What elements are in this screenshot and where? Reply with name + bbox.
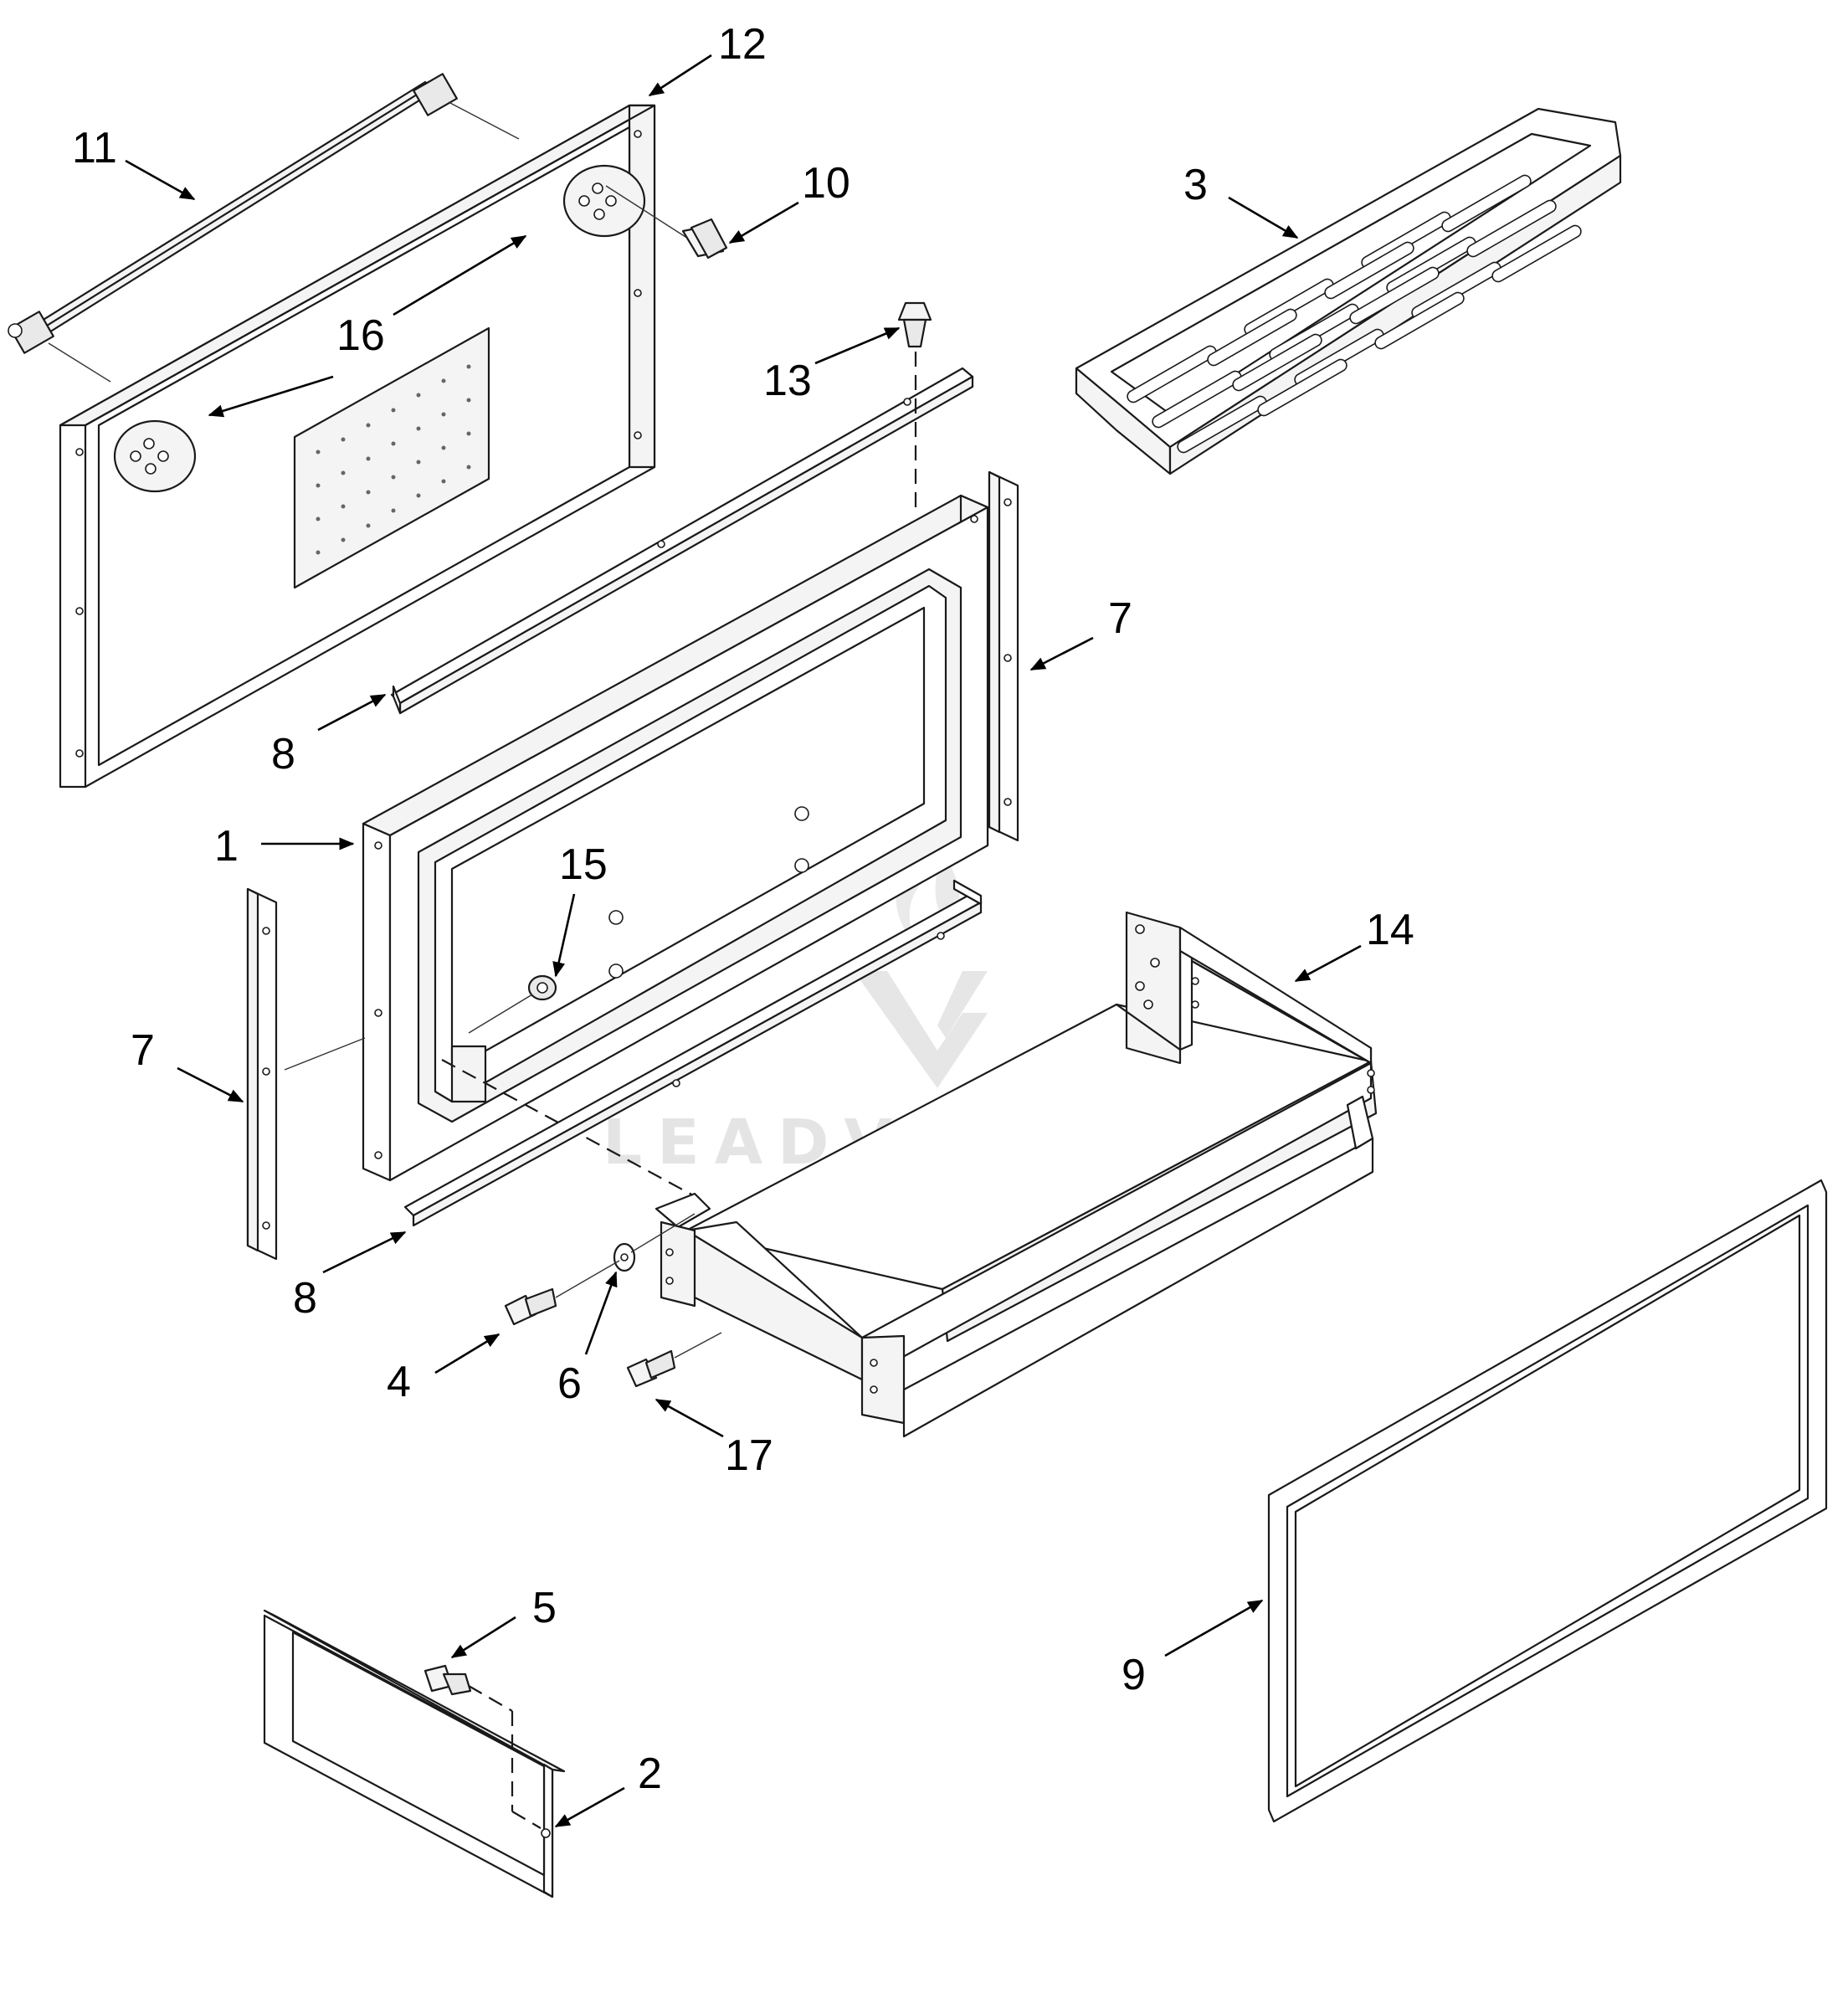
callout-11: 11 bbox=[72, 124, 117, 172]
callout-1: 1 bbox=[214, 822, 239, 871]
callout-2: 2 bbox=[638, 1750, 662, 1798]
callout-labels: 1 2 3 4 5 6 7 7 8 8 9 10 11 12 13 14 15 … bbox=[72, 20, 1414, 1798]
callout-16: 16 bbox=[336, 311, 385, 360]
callout-4: 4 bbox=[387, 1358, 411, 1406]
callout-8-lower: 8 bbox=[293, 1274, 317, 1323]
callout-12: 12 bbox=[718, 20, 767, 69]
part-4-screw bbox=[504, 1260, 620, 1326]
part-8-lower-strip bbox=[403, 879, 983, 1227]
part-3-tray bbox=[1075, 107, 1622, 475]
callout-7-right: 7 bbox=[1108, 594, 1132, 643]
callout-arrows bbox=[125, 54, 1362, 1828]
callout-8-upper: 8 bbox=[271, 730, 295, 778]
part-15-spacer bbox=[468, 974, 557, 1034]
callout-3: 3 bbox=[1183, 161, 1208, 209]
part-8-upper-strip bbox=[390, 367, 974, 715]
part-7-left-strip bbox=[246, 887, 366, 1261]
tray-slots bbox=[1127, 174, 1582, 454]
callout-14: 14 bbox=[1366, 906, 1414, 954]
part-9-gasket bbox=[1267, 1179, 1828, 1823]
part-12-back-panel bbox=[59, 104, 656, 789]
part-2-kick-panel bbox=[263, 1609, 566, 1899]
part-6-washer bbox=[613, 1213, 696, 1272]
part-7-right-strip bbox=[988, 470, 1019, 842]
callout-9: 9 bbox=[1122, 1651, 1146, 1699]
callout-15: 15 bbox=[559, 840, 608, 889]
perforation-pattern bbox=[316, 364, 471, 555]
callout-7-left: 7 bbox=[131, 1026, 155, 1075]
part-13-screw bbox=[897, 301, 932, 511]
callout-17: 17 bbox=[725, 1431, 773, 1480]
part-5-screw bbox=[424, 1664, 542, 1829]
callout-5: 5 bbox=[532, 1584, 557, 1632]
callout-13: 13 bbox=[763, 357, 812, 405]
part-11-handle bbox=[8, 73, 520, 383]
part-14-drawer bbox=[654, 911, 1378, 1438]
callout-10: 10 bbox=[802, 159, 850, 208]
part-10-screw bbox=[605, 185, 728, 259]
part-17-screw bbox=[626, 1332, 722, 1388]
callout-6: 6 bbox=[557, 1359, 582, 1408]
